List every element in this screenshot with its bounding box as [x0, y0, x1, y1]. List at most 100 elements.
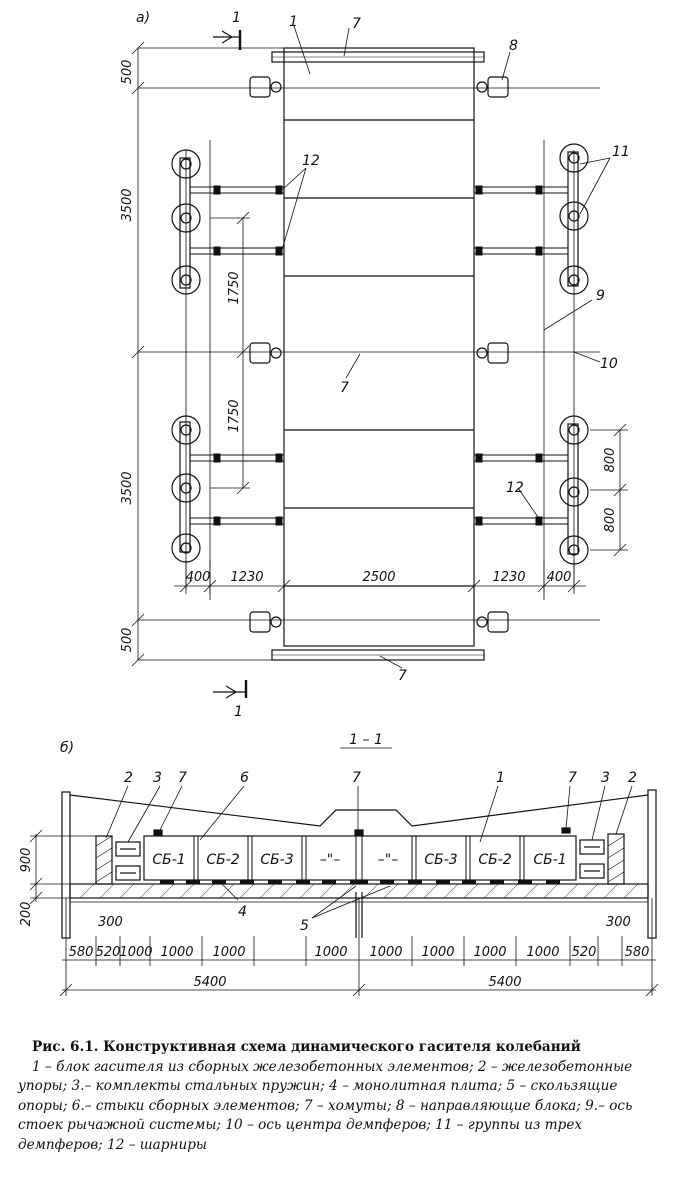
dim-1230-right: 1230 [492, 570, 525, 585]
section-mark-top-label: 1 [232, 10, 241, 26]
plan-callout-9: 9 [596, 288, 605, 304]
plan-dims-bottom [174, 560, 586, 594]
monolithic-slab [69, 883, 649, 899]
block-label-8: СБ-1 [533, 852, 566, 868]
dim-900: 900 [19, 848, 34, 873]
dim-1000-3: 1000 [212, 945, 245, 960]
section-callout-3-right: 3 [601, 770, 610, 786]
dim-1000-5: 1000 [369, 945, 402, 960]
section-dims-left [29, 829, 96, 905]
block-label-7: СБ-2 [478, 852, 511, 868]
spring-sets-right [579, 839, 605, 879]
block-joints [193, 836, 525, 880]
dim-400-left: 400 [186, 570, 211, 585]
roof-line [69, 794, 649, 827]
section-callout-7-left: 7 [178, 770, 187, 786]
dim-500-bottom: 500 [120, 628, 135, 653]
plan-dims-right [590, 423, 628, 557]
damper-group-right-bottom [559, 415, 589, 565]
damper-group-right-top [559, 143, 589, 295]
section-mark-top: 1 [213, 10, 242, 50]
plan-view: а) 1 1 [120, 10, 630, 720]
section-callout-6: 6 [240, 770, 249, 786]
dim-1000-7: 1000 [473, 945, 506, 960]
dim-3500-top: 3500 [120, 188, 135, 221]
section-callout-4: 4 [238, 904, 247, 920]
section-callout-2-right: 2 [628, 770, 637, 786]
dim-5400-right: 5400 [488, 975, 521, 990]
dim-1750-b: 1750 [227, 399, 242, 432]
plan-dims-1750 [210, 211, 250, 495]
figure-caption: Рис. 6.1. Конструктивная схема динамичес… [18, 1038, 668, 1155]
block-label-5: –"– [378, 852, 398, 868]
dim-520-left: 520 [96, 945, 121, 960]
dim-200: 200 [19, 902, 34, 927]
plan-callout-10: 10 [600, 356, 618, 372]
clamp-middle [354, 829, 364, 836]
dim-520-right: 520 [572, 945, 597, 960]
caption-body: 1 – блок гасителя из сборных железобетон… [18, 1058, 633, 1153]
dim-580-right: 580 [625, 945, 650, 960]
section-panel-label: б) [60, 740, 74, 756]
dim-5400-left: 5400 [193, 975, 226, 990]
section-callout-1: 1 [496, 770, 505, 786]
section-callout-7-right: 7 [568, 770, 577, 786]
plan-dims-left [131, 41, 284, 667]
plan-callout-1: 1 [289, 14, 298, 30]
dim-580-left: 580 [69, 945, 94, 960]
section-mark-bottom: 1 [213, 680, 248, 720]
plan-callout-12-b: 12 [506, 480, 524, 496]
damper-group-left-bottom [171, 415, 201, 563]
lever-rods [189, 185, 569, 526]
section-callout-2-left: 2 [124, 770, 133, 786]
dim-1000-6: 1000 [421, 945, 454, 960]
plan-callout-7-mid: 7 [340, 380, 349, 396]
plan-panel-label: а) [136, 10, 150, 26]
dim-2500: 2500 [362, 570, 395, 585]
plan-callout-11: 11 [612, 144, 630, 160]
dim-3500-bottom: 3500 [120, 471, 135, 504]
dim-1750-a: 1750 [227, 271, 242, 304]
block-guides [249, 76, 509, 633]
section-dims-row-labels: 580 520 1000 1000 1000 1000 1000 1000 10… [69, 945, 650, 990]
dim-1230-left: 1230 [230, 570, 263, 585]
dim-1000-4: 1000 [314, 945, 347, 960]
block-label-2: СБ-2 [206, 852, 239, 868]
block-label-1: СБ-1 [152, 852, 185, 868]
dim-300-right: 300 [606, 915, 631, 930]
plan-callout-7-bottom: 7 [398, 668, 407, 684]
plan-callout-8: 8 [509, 38, 518, 54]
dim-300-left: 300 [98, 915, 123, 930]
dim-800-b: 800 [603, 508, 618, 533]
section-callout-5: 5 [300, 918, 309, 934]
clamp-right [561, 827, 571, 834]
slab-hatch [79, 883, 639, 899]
section-dims-row [59, 898, 659, 997]
dim-500-top: 500 [120, 60, 135, 85]
caption-title: Рис. 6.1. Конструктивная схема динамичес… [32, 1039, 581, 1055]
dim-400-right: 400 [547, 570, 572, 585]
section-view: б) 1 – 1 [19, 732, 659, 997]
block-label-3: СБ-3 [260, 852, 293, 868]
section-title: 1 – 1 [349, 732, 383, 748]
sliding-supports [160, 880, 560, 884]
block-labels: СБ-1 СБ-2 СБ-3 –"– –"– СБ-3 СБ-2 СБ-1 [152, 852, 566, 868]
dim-1000-2: 1000 [160, 945, 193, 960]
section-callout-3-left: 3 [153, 770, 162, 786]
block-label-4: –"– [320, 852, 340, 868]
damper-group-left-top [171, 149, 201, 295]
dim-1000-8: 1000 [526, 945, 559, 960]
dim-1000-1: 1000 [119, 945, 152, 960]
block-label-6: СБ-3 [424, 852, 457, 868]
block-joint-lines [284, 119, 474, 587]
clamp-left [153, 829, 163, 836]
plan-callout-12-a: 12 [302, 153, 320, 169]
dim-800-a: 800 [603, 448, 618, 473]
plan-leaders [281, 25, 611, 669]
section-mark-bottom-label: 1 [234, 704, 243, 720]
spring-sets-left [115, 841, 141, 881]
concrete-stop-right [607, 833, 625, 885]
section-leaders [105, 785, 633, 919]
section-callout-7-middle: 7 [352, 770, 361, 786]
